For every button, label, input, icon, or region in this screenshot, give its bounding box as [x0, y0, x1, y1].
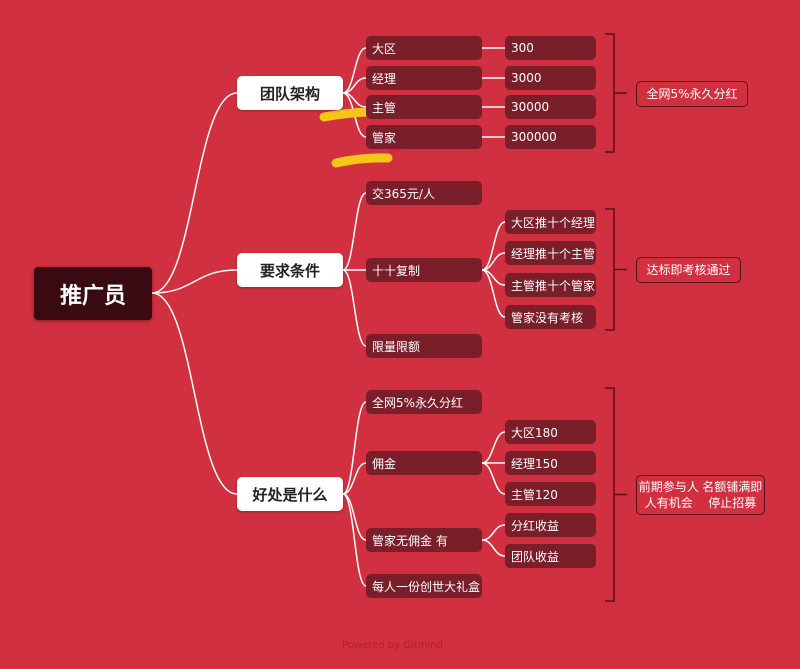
benefit-node[interactable]: 每人一份创世大礼盒 [366, 574, 482, 598]
category-requirements[interactable]: 要求条件 [237, 253, 343, 287]
connector-line [481, 431, 506, 464]
team-level-node[interactable]: 经理 [366, 66, 482, 90]
connector-line [342, 269, 367, 347]
steward-sub-node[interactable]: 分红收益 [505, 513, 596, 537]
team-value-node[interactable]: 300 [505, 36, 596, 60]
benefit-node[interactable]: 管家无佣金 有 [366, 528, 482, 552]
team-value-node[interactable]: 3000 [505, 66, 596, 90]
benefits-bracket [605, 387, 627, 602]
benefits-note-line: 名额铺满即停止招募 [702, 480, 763, 510]
team-bracket [605, 33, 627, 153]
requirement-node[interactable]: 限量限额 [366, 334, 482, 358]
connector-line [151, 292, 238, 495]
requirements-bracket [605, 208, 627, 331]
watermark: Powered by Gitmind [342, 640, 443, 651]
commission-sub-node[interactable]: 大区180 [505, 420, 596, 444]
connector-line [342, 192, 367, 271]
team-note[interactable]: 全网5%永久分红 [636, 81, 748, 107]
requirement-node[interactable]: 十十复制 [366, 258, 482, 282]
team-level-node[interactable]: 主管 [366, 95, 482, 119]
connector-line [481, 524, 506, 541]
connector-line [342, 493, 367, 541]
team-value-node[interactable]: 300000 [505, 125, 596, 149]
requirements-note[interactable]: 达标即考核通过 [636, 257, 741, 283]
category-benefits[interactable]: 好处是什么 [237, 477, 343, 511]
connector-line [481, 269, 506, 318]
connector-line [342, 462, 367, 495]
connector-line [481, 221, 506, 271]
highlight-stroke-yellow [319, 107, 373, 122]
benefit-node[interactable]: 全网5%永久分红 [366, 390, 482, 414]
replication-sub-node[interactable]: 经理推十个主管 [505, 241, 596, 265]
replication-sub-node[interactable]: 管家没有考核 [505, 305, 596, 329]
benefits-note[interactable]: 前期参与人人有机会 名额铺满即停止招募 [636, 475, 765, 515]
connector-line [151, 92, 238, 294]
team-level-node[interactable]: 管家 [366, 125, 482, 149]
connector-line [481, 539, 506, 557]
requirement-node[interactable]: 交365元/人 [366, 181, 482, 205]
steward-sub-node[interactable]: 团队收益 [505, 544, 596, 568]
benefit-node[interactable]: 佣金 [366, 451, 482, 475]
connector-line [342, 493, 367, 587]
benefits-note-line: 前期参与人人有机会 [638, 480, 699, 510]
root-node[interactable]: 推广员 [34, 267, 152, 320]
connector-line [342, 47, 367, 94]
team-value-node[interactable]: 30000 [505, 95, 596, 119]
commission-sub-node[interactable]: 主管120 [505, 482, 596, 506]
connector-line [151, 269, 238, 294]
connector-line [481, 462, 506, 495]
category-team-structure[interactable]: 团队架构 [237, 76, 343, 110]
connector-line [342, 401, 367, 495]
commission-sub-node[interactable]: 经理150 [505, 451, 596, 475]
replication-sub-node[interactable]: 大区推十个经理 [505, 210, 596, 234]
highlight-stroke-yellow [331, 153, 393, 168]
replication-sub-node[interactable]: 主管推十个管家 [505, 273, 596, 297]
team-level-node[interactable]: 大区 [366, 36, 482, 60]
